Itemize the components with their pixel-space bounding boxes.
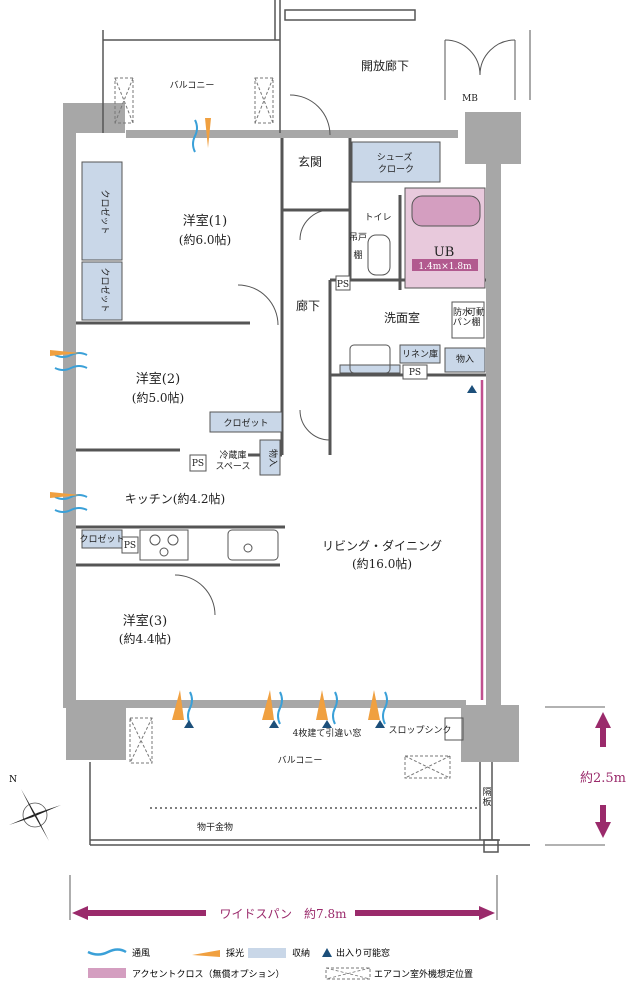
closet-room2 (209, 411, 283, 433)
label-storage-2: 物入 (267, 449, 279, 467)
label-ps-4: PS (124, 541, 136, 551)
corridor-doors (444, 30, 531, 100)
label-ps-3: PS (192, 459, 204, 469)
dimension-width: ワイドスパン 約7.8m (69, 875, 498, 921)
legend-accent-swatch (88, 968, 126, 978)
label-mb: MB (462, 94, 478, 104)
shoes-closet (351, 141, 441, 183)
depth-label: 約2.5m (580, 771, 626, 786)
legend-access-swatch (322, 948, 332, 957)
label-entrance: 玄関 (298, 154, 322, 169)
legend-storage-swatch (248, 948, 286, 958)
legend-ac-label: エアコン室外機想定位置 (374, 968, 473, 980)
slop-sink (444, 717, 464, 741)
shoes-line2: クローク (378, 164, 414, 175)
width-label: ワイドスパン 約7.8m (219, 906, 347, 921)
label-ps-1: PS (337, 280, 349, 290)
label-shoes-closet: シューズ クローク (377, 151, 415, 175)
door-swings (174, 94, 331, 616)
bathtub (411, 195, 481, 227)
label-fridge-space: 冷蔵庫スペース (216, 449, 251, 472)
label-closet-3: クロゼット (223, 417, 268, 429)
kitchen-sink (227, 529, 279, 561)
top-balcony (102, 0, 416, 133)
label-ub-size: 1.4m×1.8m (418, 262, 472, 272)
shoes-line1: シューズ (377, 151, 413, 163)
waterproof-pan-box (451, 301, 485, 339)
bottom-balcony (89, 762, 530, 853)
ps-boxes (121, 275, 428, 554)
label-toilet: トイレ (364, 213, 391, 223)
room-labels: バルコニー 開放廊下 MB 玄関 シューズ クローク トイレ 吊戸棚 UB 1.… (79, 58, 491, 833)
label-washroom: 洗面室 (384, 310, 420, 325)
wash-basin (349, 344, 391, 374)
label-kitchen: キッチン(約4.2帖) (125, 491, 225, 506)
legend-access-label: 出入り可能窓 (336, 947, 390, 959)
legend-ventilation-label: 通風 (132, 948, 150, 959)
legend-ac-swatch (325, 967, 371, 980)
label-corridor: 廊下 (296, 298, 320, 313)
label-movable-shelf: 可動棚 (467, 307, 485, 328)
compass-north-label: N (9, 775, 17, 785)
walls (63, 103, 521, 762)
closet-room1-top (81, 161, 123, 261)
fixtures (139, 234, 485, 741)
label-slop-sink: スロップシンク (388, 725, 451, 736)
label-room3-area: (約4.4帖) (119, 631, 171, 646)
storage-small (259, 439, 281, 476)
compass: N (9, 775, 61, 841)
label-closet-4: クロゼット (79, 533, 124, 545)
label-sliding-window: 4枚建て引違い窓 (293, 727, 362, 739)
label-room3: 洋室(3) (123, 613, 167, 629)
label-closet-1: クロゼット (99, 189, 111, 234)
closet-room1-bottom (81, 261, 123, 321)
storage-washroom (444, 347, 486, 373)
toilet-fixture (367, 234, 391, 276)
label-open-corridor: 開放廊下 (361, 58, 409, 73)
linen-storage (399, 344, 441, 364)
ventilation-markers (54, 119, 388, 725)
legend-daylight-label: 採光 (226, 947, 244, 959)
label-closet-2: クロゼット (99, 267, 111, 312)
label-room2: 洋室(2) (136, 371, 180, 387)
access-markers (184, 385, 477, 728)
label-room2-area: (約5.0帖) (132, 390, 184, 405)
label-waterproof-pan: 防水パン (453, 306, 471, 328)
label-balcony-top: バルコニー (170, 80, 215, 91)
dimension-depth: 約2.5m (545, 706, 626, 846)
legend-storage-label: 収納 (292, 947, 310, 959)
label-storage-1: 物入 (456, 353, 474, 365)
label-living: リビング・ダイニング (322, 538, 442, 553)
label-drying-hardware: 物干金物 (197, 821, 233, 833)
stove (139, 529, 189, 561)
label-ps-2: PS (409, 368, 421, 378)
legend: 通風 採光 収納 出入り可能窓 アクセントクロス（無償オプション） エアコン室外… (87, 947, 473, 980)
label-room1: 洋室(1) (183, 213, 227, 229)
label-room1-area: (約6.0帖) (179, 232, 231, 247)
label-partition: 隔板 (482, 787, 491, 808)
ub-size-tag (412, 259, 478, 271)
ac-units (114, 77, 451, 779)
legend-accent-label: アクセントクロス（無償オプション） (132, 968, 285, 980)
washroom-counter (339, 364, 401, 374)
daylight-markers (50, 118, 380, 720)
label-linen-storage: リネン庫 (402, 348, 438, 360)
label-living-area: (約16.0帖) (352, 556, 412, 571)
label-balcony-bottom: バルコニー (278, 755, 323, 766)
storage-areas (81, 141, 486, 549)
label-ub: UB (434, 245, 455, 260)
legend-daylight-swatch (192, 950, 220, 957)
label-tobacco-shelf: 吊戸棚 (349, 232, 367, 261)
legend-ventilation-swatch (87, 948, 127, 956)
